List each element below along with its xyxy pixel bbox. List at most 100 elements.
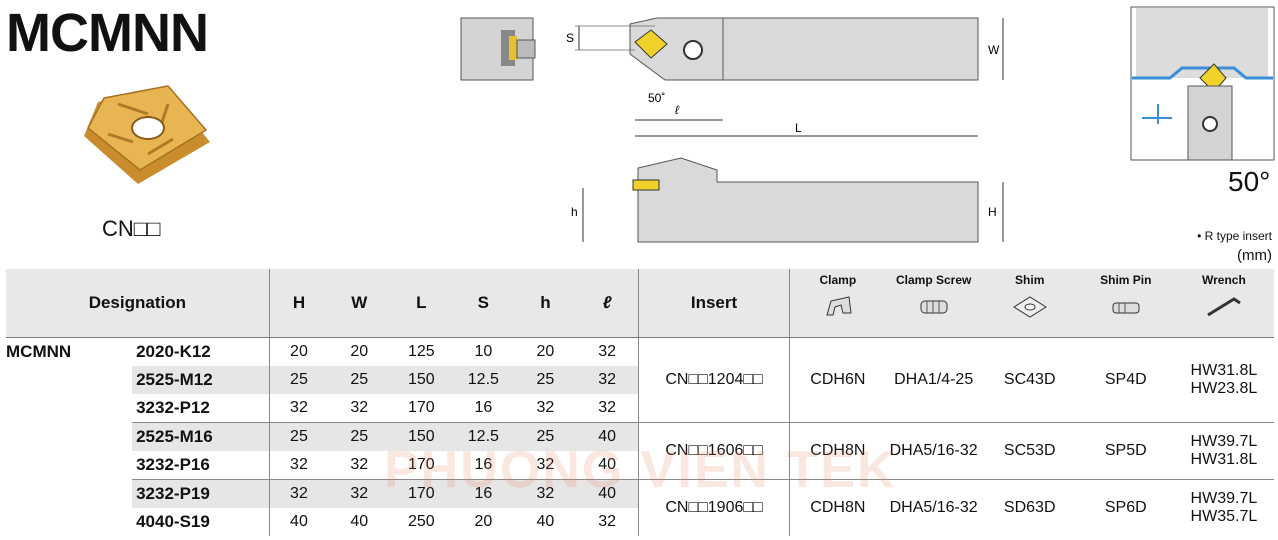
cell-l: 32 xyxy=(598,513,617,530)
dim-h-big: H xyxy=(988,205,997,219)
tool-holder-drawing: S W 50˚ ℓ L h H xyxy=(460,17,1004,243)
cell-W: 20 xyxy=(350,343,369,360)
cell-S: 12.5 xyxy=(452,366,515,394)
application-view xyxy=(1130,6,1275,161)
cell-l: 40 xyxy=(598,456,617,473)
table-row: MCMNN 2020-K12 20 20 125 10 20 32 CN□□12… xyxy=(6,337,1274,423)
unit-label: (mm) xyxy=(1237,247,1272,264)
cell-L: 170 xyxy=(407,456,435,473)
cell-H: 40 xyxy=(268,508,329,536)
insert-type-label: CN□□ xyxy=(102,216,161,241)
clamp-cell: CDH8N xyxy=(789,422,886,480)
model-cell: 3232-P19 xyxy=(132,479,270,508)
shim-cell: SC43D xyxy=(1003,371,1056,388)
model-cell: 2525-M16 xyxy=(132,422,270,451)
header-clamp: Clamp xyxy=(789,269,886,338)
cell-W: 25 xyxy=(328,422,391,451)
cell-L: 125 xyxy=(407,343,435,360)
table-row: 2525-M12 25 25 150 12.5 25 32 xyxy=(6,366,1274,394)
clamp-cell: CDH6N xyxy=(789,337,886,423)
header-clamp-screw-label: Clamp Screw xyxy=(895,273,972,287)
shim-cell: SC53D xyxy=(981,422,1078,480)
table-row: 4040-S19 40 40 250 20 40 32 xyxy=(6,508,1274,536)
cell-W: 32 xyxy=(350,399,369,416)
header-L: L xyxy=(390,269,453,338)
table-row: 3232-P19 32 32 170 16 32 40 CN□□1906□□ C… xyxy=(6,479,1274,536)
model-cell: 3232-P16 xyxy=(136,455,210,474)
cell-L: 150 xyxy=(390,366,453,394)
pin-cell: SP5D xyxy=(1077,422,1174,480)
insert-cell: CN□□1906□□ xyxy=(637,479,790,536)
insert-cell: CN□□1204□□ xyxy=(637,337,790,423)
model-cell: 3232-P12 xyxy=(136,398,210,417)
watermark: PHUONG VIEN TEK xyxy=(384,441,897,499)
dim-l-small: ℓ xyxy=(675,103,680,117)
cell-h: 20 xyxy=(536,343,555,360)
dim-w: W xyxy=(988,43,1000,57)
cell-S: 20 xyxy=(474,513,493,530)
table-row: 2525-M16 25 25 150 12.5 25 40 CN□□1606□□… xyxy=(6,422,1274,480)
cell-S: 16 xyxy=(452,479,515,508)
screw-cell: DHA1/4-25 xyxy=(894,371,974,388)
table-row: 3232-P16 32 32 170 16 32 40 xyxy=(6,451,1274,480)
cell-H: 25 xyxy=(268,366,329,394)
model-cell: 4040-S19 xyxy=(136,512,210,531)
insert-image xyxy=(84,85,210,184)
wrench-1: HW39.7L xyxy=(1190,490,1258,507)
series-label: MCMNN xyxy=(6,342,72,361)
dim-h-small: h xyxy=(571,205,578,219)
pin-cell: SP4D xyxy=(1104,371,1147,388)
wrench-2: HW35.7L xyxy=(1190,508,1258,525)
header-H: H xyxy=(268,269,329,338)
model-cell: 2020-K12 xyxy=(136,342,211,361)
clamp-icon xyxy=(826,296,852,316)
cell-h: 32 xyxy=(514,479,577,508)
screw-cell: DHA5/16-32 xyxy=(885,422,982,480)
dim-s: S xyxy=(566,31,574,45)
header-wrench-label: Wrench xyxy=(1202,273,1246,287)
header-shim-pin-label: Shim Pin xyxy=(1100,273,1152,287)
wrench-2: HW31.8L xyxy=(1190,451,1258,468)
cell-l: 32 xyxy=(576,366,639,394)
insert-note: • R type insert xyxy=(1197,229,1272,243)
cell-W: 40 xyxy=(350,513,369,530)
pin-cell: SP6D xyxy=(1077,479,1174,536)
cell-L: 170 xyxy=(407,399,435,416)
wrench-icon xyxy=(1207,297,1241,317)
cell-S: 10 xyxy=(474,343,493,360)
cell-S: 16 xyxy=(474,399,493,416)
header-insert: Insert xyxy=(637,269,790,338)
cell-h: 40 xyxy=(536,513,555,530)
cell-h: 32 xyxy=(536,456,555,473)
model-cell: 2525-M12 xyxy=(132,366,270,394)
cell-L: 150 xyxy=(390,422,453,451)
shim-pin-icon xyxy=(1112,302,1140,314)
cell-S: 12.5 xyxy=(452,422,515,451)
cell-h: 32 xyxy=(536,399,555,416)
clamp-cell: CDH8N xyxy=(789,479,886,536)
cell-L: 170 xyxy=(390,479,453,508)
screw-cell: DHA5/16-32 xyxy=(885,479,982,536)
cell-L: 250 xyxy=(407,513,435,530)
header-clamp-label: Clamp xyxy=(819,273,857,287)
table-row: 3232-P12 32 32 170 16 32 32 xyxy=(6,394,1274,423)
cell-H: 32 xyxy=(268,394,329,423)
header-W: W xyxy=(328,269,391,338)
wrench-1: HW31.8L xyxy=(1190,362,1258,379)
header-S: S xyxy=(452,269,515,338)
dim-angle: 50˚ xyxy=(648,91,665,105)
header-wrench: Wrench xyxy=(1173,269,1274,338)
cell-H: 25 xyxy=(268,422,329,451)
shim-cell: SD63D xyxy=(981,479,1078,536)
header-h: h xyxy=(514,269,577,338)
cell-W: 32 xyxy=(350,456,369,473)
wrench-2: HW23.8L xyxy=(1190,380,1258,397)
cell-l: 40 xyxy=(576,422,639,451)
cell-H: 32 xyxy=(268,479,329,508)
dim-l-big: L xyxy=(795,121,802,135)
page-title: MCMNN xyxy=(6,3,209,63)
cell-h: 25 xyxy=(514,366,577,394)
